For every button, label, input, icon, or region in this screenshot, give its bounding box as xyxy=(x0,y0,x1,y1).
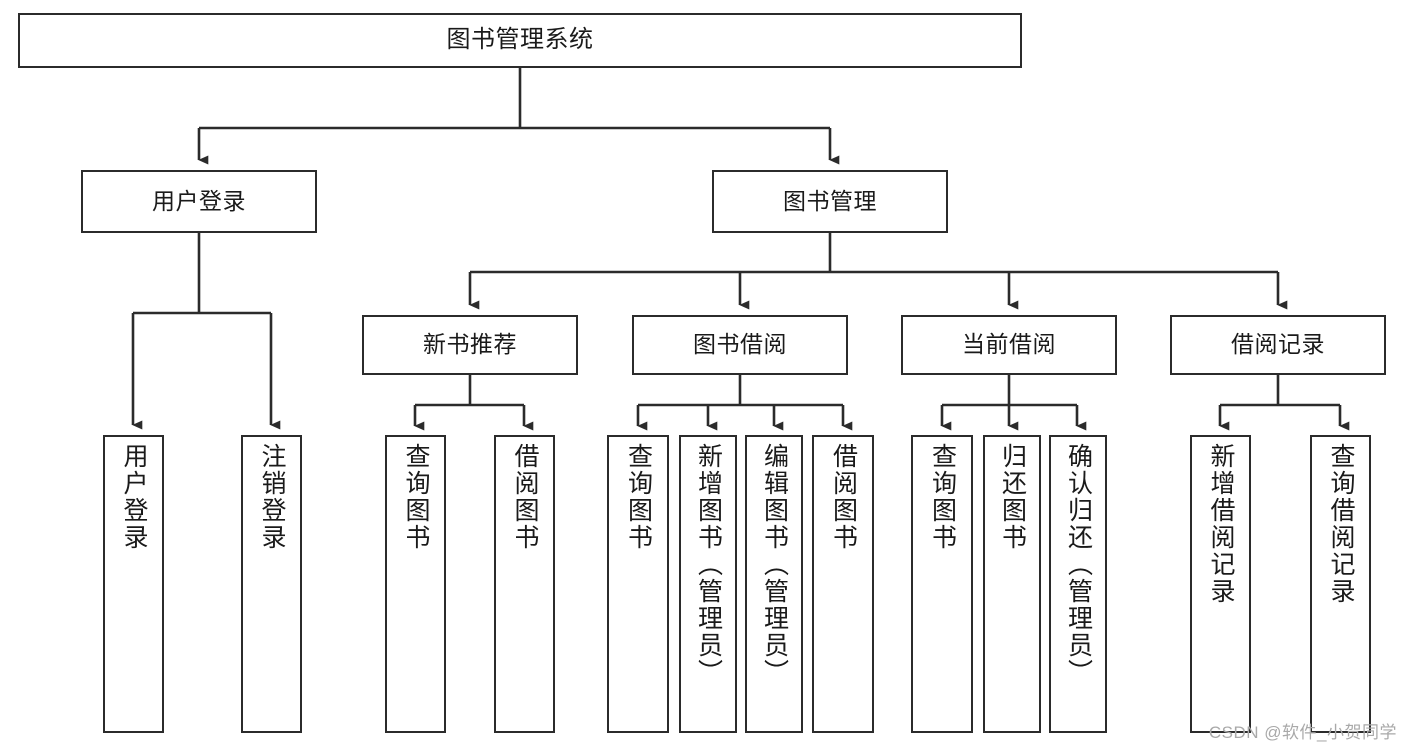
node-book-management[interactable]: 图书管理 xyxy=(712,170,948,233)
node-label: 图书管理 xyxy=(783,187,877,214)
node-label: 查询图书 xyxy=(402,443,430,551)
node-label: 借阅图书 xyxy=(829,443,858,551)
node-label: 图书借阅 xyxy=(693,331,787,358)
node-book-borrow[interactable]: 图书借阅 xyxy=(632,315,848,375)
leaf-add-book-admin[interactable]: 新增图书（管理员） xyxy=(679,435,737,733)
leaf-query-borrow-record[interactable]: 查询借阅记录 xyxy=(1310,435,1371,733)
leaf-query-book-borrow[interactable]: 查询图书 xyxy=(607,435,669,733)
node-label: 确认归还（管理员） xyxy=(1064,443,1093,686)
node-label: 查询借阅记录 xyxy=(1327,443,1355,605)
node-new-book-recommendation[interactable]: 新书推荐 xyxy=(362,315,578,375)
node-label: 注销登录 xyxy=(258,443,286,551)
node-label: 新增图书（管理员） xyxy=(694,443,723,686)
node-label: 借阅记录 xyxy=(1231,331,1325,358)
leaf-edit-book-admin[interactable]: 编辑图书（管理员） xyxy=(745,435,803,733)
leaf-logout[interactable]: 注销登录 xyxy=(241,435,302,733)
node-label: 借阅图书 xyxy=(511,443,539,551)
node-label: 查询图书 xyxy=(928,443,957,551)
node-label: 新增借阅记录 xyxy=(1207,443,1235,605)
watermark-text: CSDN @软件_小贺同学 xyxy=(1208,723,1397,742)
node-label: 用户登录 xyxy=(152,187,246,214)
node-borrow-record[interactable]: 借阅记录 xyxy=(1170,315,1386,375)
leaf-borrow-book-newrec[interactable]: 借阅图书 xyxy=(494,435,555,733)
leaf-return-book[interactable]: 归还图书 xyxy=(983,435,1041,733)
node-label: 编辑图书（管理员） xyxy=(760,443,789,686)
leaf-confirm-return-admin[interactable]: 确认归还（管理员） xyxy=(1049,435,1107,733)
leaf-query-book-newrec[interactable]: 查询图书 xyxy=(385,435,446,733)
leaf-add-borrow-record[interactable]: 新增借阅记录 xyxy=(1190,435,1251,733)
node-root-book-management-system[interactable]: 图书管理系统 xyxy=(18,13,1022,68)
node-label: 当前借阅 xyxy=(962,331,1056,358)
node-label: 图书管理系统 xyxy=(446,26,594,54)
node-current-borrow[interactable]: 当前借阅 xyxy=(901,315,1117,375)
leaf-query-book-current[interactable]: 查询图书 xyxy=(911,435,973,733)
node-label: 新书推荐 xyxy=(423,331,517,358)
node-label: 查询图书 xyxy=(624,443,653,551)
node-user-login[interactable]: 用户登录 xyxy=(81,170,317,233)
leaf-user-login[interactable]: 用户登录 xyxy=(103,435,164,733)
node-label: 用户登录 xyxy=(120,443,148,551)
leaf-borrow-book[interactable]: 借阅图书 xyxy=(812,435,874,733)
node-label: 归还图书 xyxy=(998,443,1027,551)
